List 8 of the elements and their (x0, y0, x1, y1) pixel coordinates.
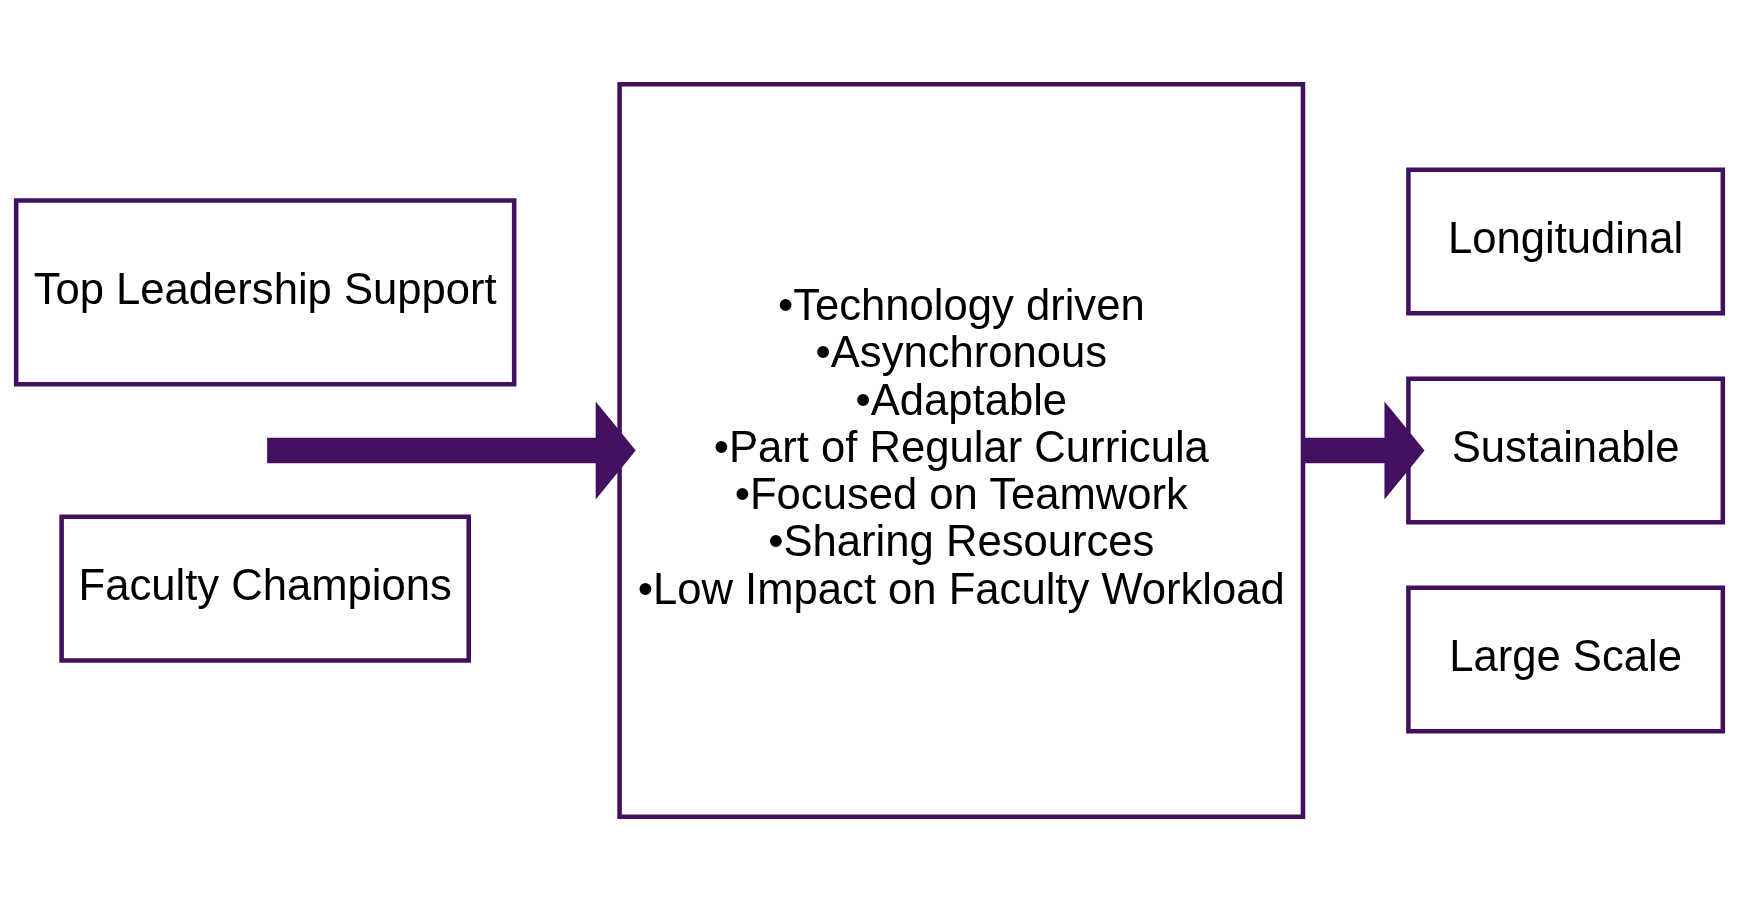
node-box: Top Leadership Support (13, 197, 517, 386)
node-box: Longitudinal (1406, 166, 1726, 316)
node-box: Faculty Champions (59, 514, 471, 663)
node-box: •Technology driven •Asynchronous •Adaptable •Part of Regular Curricula •Focused on Teamwork •Sharing Resources •Low Impact on Faculty Workload (617, 81, 1306, 819)
arrow (1303, 400, 1425, 500)
arrow (267, 400, 636, 500)
node-box: Sustainable (1406, 375, 1726, 525)
node-box: Large Scale (1406, 584, 1726, 734)
